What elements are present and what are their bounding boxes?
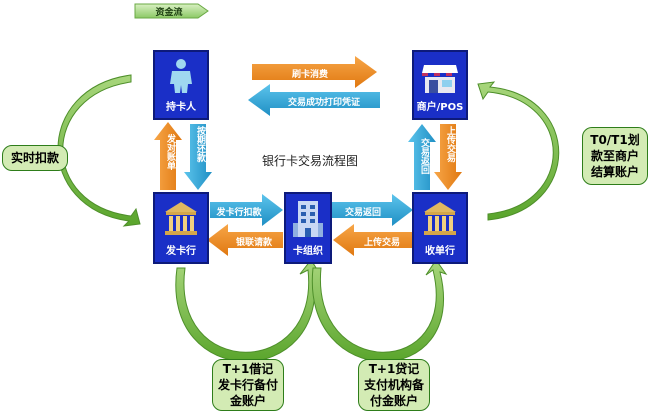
shop-icon [422, 65, 458, 93]
callout-credit-reserve: T+1贷记支付机构备付金账户 [358, 359, 430, 411]
curve-left [57, 74, 141, 227]
node-network: 卡组织 [284, 192, 332, 264]
node-merchant-label: 商户/POS [416, 102, 464, 113]
arrow-upload-h [333, 224, 412, 256]
bank-icon [424, 202, 456, 235]
node-cardholder-label: 持卡人 [166, 102, 196, 113]
arrow-unionpay-settle [207, 224, 283, 256]
diagram-title: 银行卡交易流程图 [262, 154, 359, 168]
arrow-txn-return-h [332, 194, 413, 226]
arrow-issuer-debit-label: 发卡行扣款 [216, 208, 262, 218]
arrow-upload-v [434, 124, 462, 190]
arrow-receipt [248, 84, 380, 116]
node-network-label: 卡组织 [293, 246, 323, 257]
node-cardholder: 持卡人 [153, 50, 209, 120]
node-issuer: 发卡行 [153, 192, 209, 264]
arrow-swipe-label: 刷卡消费 [291, 70, 328, 80]
bank-icon [165, 202, 197, 235]
arrow-receipt-label: 交易成功打印凭证 [287, 98, 360, 108]
legend-label: 资金流 [155, 8, 183, 18]
curve-bottom-left [175, 259, 322, 362]
callout-settle: T0/T1划款至商户结算账户 [582, 127, 648, 185]
building-icon [293, 201, 323, 237]
node-acquirer-label: 收单行 [425, 246, 455, 257]
arrow-swipe [252, 56, 377, 88]
arrow-issuer-debit [210, 194, 283, 226]
callout-realtime: 实时扣款 [2, 145, 68, 171]
curve-bottom-right [311, 259, 448, 362]
arrow-upload-h-label: 上传交易 [363, 238, 400, 248]
person-icon [170, 59, 192, 93]
arrow-billing [154, 122, 182, 190]
arrow-txn-return-v [408, 124, 436, 190]
arrow-upload-v-label: 上传交易 [445, 126, 455, 162]
node-acquirer: 收单行 [412, 192, 468, 264]
legend-arrow [134, 3, 209, 19]
callout-debit-reserve: T+1借记发卡行备付金账户 [212, 359, 284, 411]
curve-right [477, 81, 560, 221]
arrow-txn-return-h-label: 交易返回 [344, 208, 381, 218]
node-issuer-label: 发卡行 [166, 246, 196, 257]
arrow-billing-label: 发对账单 [165, 134, 175, 170]
arrow-repay [184, 124, 212, 190]
arrow-txn-return-v-label: 交易返回 [419, 138, 429, 174]
arrow-unionpay-settle-label: 银联请款 [235, 238, 272, 248]
arrow-repay-label: 按期还款 [195, 126, 205, 162]
node-merchant: 商户/POS [412, 50, 468, 120]
